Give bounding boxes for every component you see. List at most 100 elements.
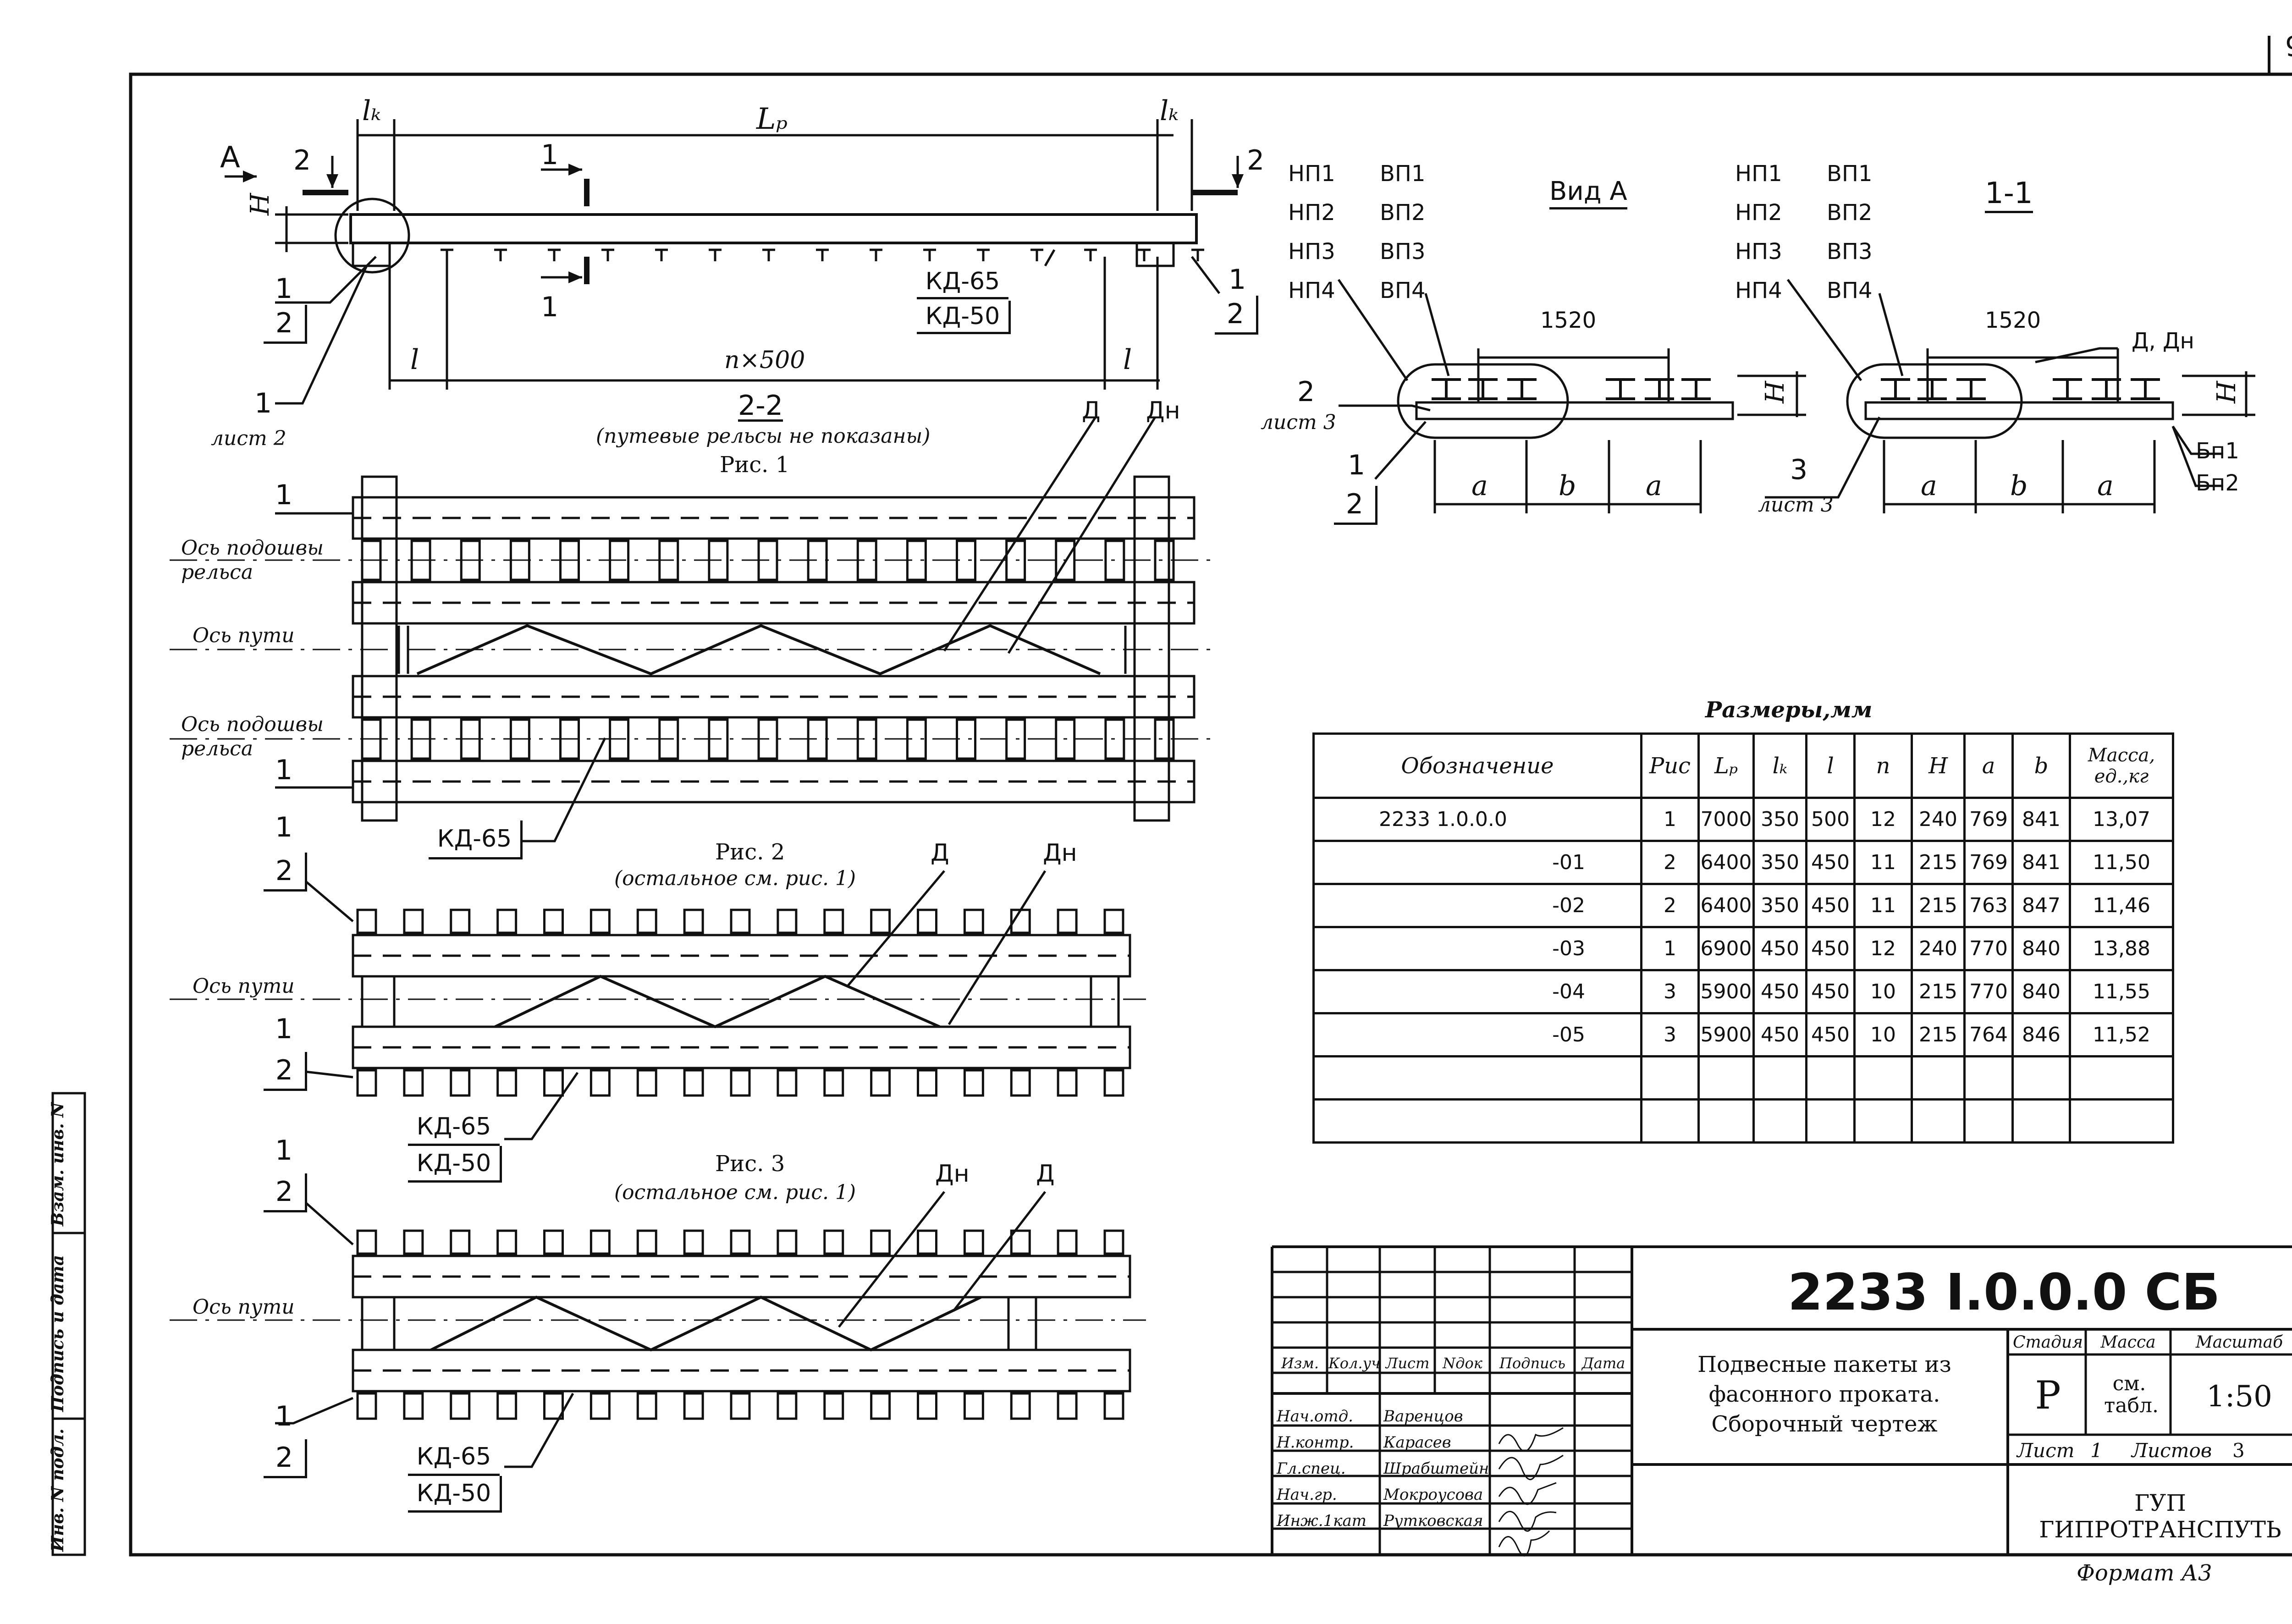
table-cell: 840 (2011, 969, 2071, 1014)
np-label: НП3 (1288, 239, 1335, 264)
scale-value: 1:50 (2206, 1380, 2272, 1414)
table-cell: 5900 (1697, 969, 1755, 1014)
clamp (609, 718, 630, 760)
sheets-label: Листов (2132, 1439, 2212, 1462)
table-cell: 215 (1911, 883, 1966, 928)
section-1-1-dim-a2: a (2097, 470, 2114, 502)
tee-mark (709, 248, 722, 261)
table-cell: 500 (1805, 797, 1856, 842)
table-cell: -05 (1312, 1012, 1642, 1057)
vp-label: ВП1 (1827, 161, 1873, 187)
view-a-sheet-ref: лист 3 (1261, 411, 1336, 434)
fig2-subtitle: (остальное см. рис. 1) (614, 867, 856, 890)
table-cell: 5900 (1697, 1012, 1755, 1057)
clamp (807, 718, 828, 760)
fig3-clamp-rows (356, 1229, 1124, 1420)
clamp (963, 1229, 984, 1255)
title-block-col-header: Nдок (1443, 1354, 1482, 1372)
clamp (590, 1392, 611, 1420)
clamp (403, 908, 424, 934)
table-cell: 240 (1911, 797, 1966, 842)
sheet-number: 1 (2090, 1439, 2103, 1462)
clamp (403, 1069, 424, 1097)
clamp (963, 1392, 984, 1420)
cut-2-left: 2 (293, 144, 311, 176)
clamp (956, 539, 976, 581)
fig1-d-label: Д (1082, 397, 1101, 424)
fig3-kd50: КД-50 (408, 1476, 502, 1513)
table-cell: 11,55 (2069, 969, 2174, 1014)
pos-kd65-elevation: КД-65 (917, 266, 1008, 299)
title-block-col-header: Подпись (1499, 1354, 1565, 1372)
table-cell: 2 (1640, 883, 1700, 928)
pos-1-elev-right: 1 (1229, 264, 1246, 296)
clamp (730, 1392, 751, 1420)
rail-profile (1917, 378, 1947, 400)
table-cell: 215 (1911, 969, 1966, 1014)
table-cell: 350 (1752, 883, 1807, 928)
table-cell (1697, 1098, 1755, 1144)
clamp (683, 1069, 704, 1097)
table-header-cell: H (1911, 732, 1966, 799)
sheet-label: Лист (2017, 1439, 2075, 1462)
table-cell: 770 (1963, 926, 2014, 971)
table-cell: 215 (1911, 840, 1966, 885)
clamp (590, 908, 611, 934)
table-cell: 769 (1963, 797, 2014, 842)
dim-n500: n×500 (724, 347, 805, 374)
dim-lp: Lₚ (756, 102, 788, 136)
table-cell (1805, 1098, 1856, 1144)
fig3-drawing (170, 1190, 1146, 1468)
table-cell: 13,88 (2069, 926, 2174, 971)
table-cell: 840 (2011, 926, 2071, 971)
stage-label: Стадия (2013, 1333, 2083, 1352)
axis-rail-2: Ось подошвы рельса (181, 713, 324, 760)
table-cell: 10 (1853, 1012, 1913, 1057)
view-a-dim-b: b (1559, 470, 1576, 502)
stage-value: Р (2035, 1373, 2061, 1418)
table-header-cell: Lₚ (1697, 732, 1755, 799)
section-2-2-subtitle: (путевые рельсы не показаны) (596, 424, 931, 448)
fig1-title: Рис. 1 (720, 452, 790, 478)
table-cell: 1 (1640, 926, 1700, 971)
clamp (963, 1069, 984, 1097)
view-a-dim-a2: a (1646, 470, 1662, 502)
table-cell: 450 (1805, 926, 1856, 971)
signatures-drawn (1498, 1427, 1564, 1557)
vp-label: ВП3 (1827, 239, 1873, 264)
clamp (590, 1229, 611, 1255)
cut-1-top: 1 (541, 139, 559, 171)
signer-role: Гл.спец. (1277, 1459, 1346, 1478)
table-cell: 11,50 (2069, 840, 2174, 885)
clamp (1104, 718, 1125, 760)
table-cell: 841 (2011, 840, 2071, 885)
dim-l-left: l (410, 344, 419, 376)
tee-mark (494, 248, 507, 261)
title-block-grid (1271, 1245, 2292, 1555)
section-1-1-gauge: 1520 (1985, 308, 2041, 333)
table-cell: 847 (2011, 883, 2071, 928)
clamp (757, 718, 778, 760)
clamp (496, 1069, 518, 1097)
clamp (917, 1392, 937, 1420)
clamp (730, 1229, 751, 1255)
clamp (1103, 908, 1124, 934)
doc-title-line3: Сборочный чертеж (1711, 1411, 1938, 1437)
clamp (559, 539, 580, 581)
tee-mark (1191, 248, 1204, 261)
fig3-pos-2-top: 2 (264, 1173, 307, 1212)
clamp (658, 718, 679, 760)
table-cell: 450 (1805, 1012, 1856, 1057)
clamp (1154, 718, 1175, 760)
sheet-frame (129, 72, 2292, 1557)
table-cell: 846 (2011, 1012, 2071, 1057)
table-row (1312, 1098, 2174, 1144)
clamp (543, 1229, 564, 1255)
table-cell: 2233 1.0.0.0 (1312, 797, 1642, 842)
clamp (509, 718, 530, 760)
page-number: 9 (2285, 33, 2292, 61)
fig2-pos-1-top: 1 (275, 811, 293, 843)
